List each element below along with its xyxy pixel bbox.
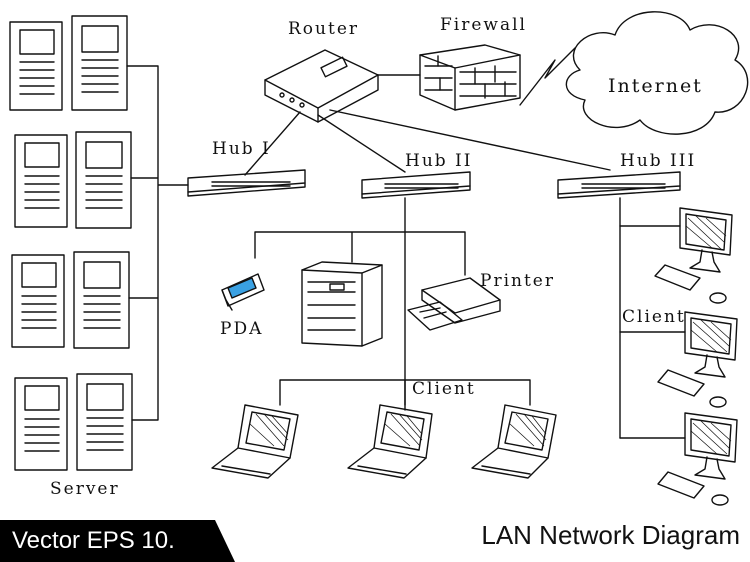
- hub-1: [187, 169, 306, 197]
- internet-label: Internet: [608, 75, 703, 97]
- printer: [407, 277, 501, 331]
- screen-hatching: [249, 215, 732, 455]
- firewall-internet-link: [519, 47, 576, 106]
- printer-label: Printer: [480, 271, 555, 291]
- hub-2: [361, 171, 471, 199]
- hub3-bus-line: [619, 197, 686, 439]
- server-tower: [71, 15, 128, 111]
- server-tower: [14, 134, 68, 228]
- server-tower: [14, 377, 68, 471]
- server-tower: [75, 131, 132, 229]
- router: [264, 49, 379, 123]
- client-desktop: [657, 311, 738, 408]
- client-laptops-label: Client: [412, 379, 476, 399]
- client-laptop: [347, 404, 433, 479]
- server-rack: [9, 15, 133, 471]
- firewall: [419, 44, 521, 111]
- hub-3: [557, 171, 681, 199]
- hub-2-label: Hub II: [405, 151, 473, 171]
- server-tower: [76, 373, 133, 471]
- server-tower: [9, 21, 63, 111]
- pda-label: PDA: [220, 319, 263, 339]
- vector-eps-badge: Vector EPS 10.: [0, 520, 235, 562]
- server-bus-line: [126, 65, 189, 421]
- client-desktop: [654, 207, 733, 304]
- router-hub-links: [244, 109, 611, 176]
- hub-1-label: Hub I: [212, 139, 271, 159]
- badge-text: Vector EPS 10.: [12, 527, 175, 554]
- server-label: Server: [50, 479, 120, 499]
- client-laptop: [471, 404, 557, 479]
- hub-3-label: Hub III: [620, 151, 696, 171]
- laser-printer: [301, 261, 383, 347]
- router-label: Router: [288, 19, 359, 39]
- client-laptop: [211, 404, 299, 479]
- client-desktops-label: Client: [622, 307, 686, 327]
- diagram-title: LAN Network Diagram: [481, 520, 740, 550]
- hub2-bus-line: [254, 197, 531, 411]
- server-tower: [11, 254, 65, 348]
- internet-cloud: [565, 11, 749, 135]
- client-desktop: [657, 412, 738, 506]
- firewall-label: Firewall: [440, 15, 527, 35]
- server-tower: [73, 251, 130, 349]
- pda-device: [221, 273, 265, 311]
